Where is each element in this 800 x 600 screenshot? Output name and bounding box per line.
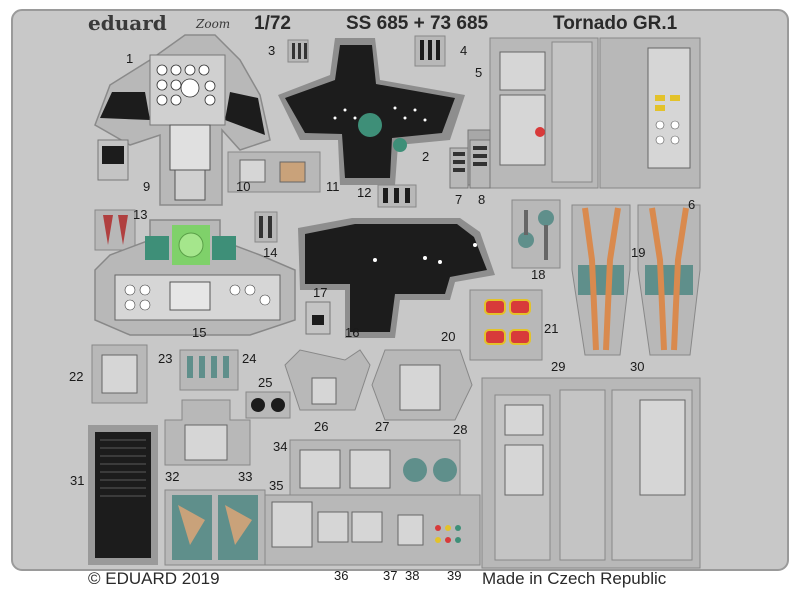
part-17-box [305,301,331,335]
part-19-29-harness [571,204,631,356]
part-15-rear-panel [94,219,296,336]
part-27-frame [371,349,473,421]
part-26-frame [284,349,371,411]
part-31-grille [88,425,158,565]
part-18-handles [511,199,561,269]
part-number-4: 4 [460,43,468,58]
part-10-11-panels [227,151,321,193]
part-12-strip [377,184,417,208]
part-number-14: 14 [263,245,278,260]
origin-label: Made in Czech Republic [482,569,667,588]
part-14-strip [254,211,278,243]
scale-label: 1/72 [254,13,291,34]
part-7-8-panels [449,139,491,189]
part-2-black-panel [278,38,465,185]
part-3-strip [287,39,309,63]
part-number-16: 16 [345,325,360,340]
part-number-6: 6 [688,197,696,212]
part-16-black-panel [298,218,495,338]
part-number-29: 29 [551,359,566,374]
part-number-38: 38 [405,568,420,583]
part-34-screens [289,439,461,496]
part-9-box [97,139,129,181]
part-33-cushions [164,489,266,566]
part-number-27: 27 [375,419,390,434]
part-number-36: 36 [334,568,349,583]
part-number-34: 34 [273,439,288,454]
part-number-11: 11 [326,179,340,194]
part-number-12: 12 [357,185,372,200]
part-4-strip [414,35,446,67]
brand-logo-text: eduard [88,11,167,35]
part-number-5: 5 [475,65,483,80]
part-number-8: 8 [478,192,486,207]
lower-right-consoles [481,377,701,569]
part-number-28: 28 [453,422,468,437]
part-22-box [91,344,148,404]
part-number-39: 39 [447,568,462,583]
part-number-3: 3 [268,43,276,58]
part-5-side-console [467,37,599,189]
part-number-31: 31 [70,473,85,488]
kit-name-label: Tornado GR.1 [553,13,678,34]
part-number-13: 13 [133,207,148,222]
part-number-23: 23 [158,351,173,366]
part-1-instrument-panel [94,34,271,206]
part-number-2: 2 [422,149,430,164]
brand-sub-text: Zoom [196,17,231,31]
part-number-7: 7 [455,192,463,207]
part-20-21-buckles [469,289,543,361]
part-number-37: 37 [383,568,398,583]
part-6-side-console [599,37,701,189]
part-30-harness [637,204,701,356]
copyright-label: © EDUARD 2019 [88,569,220,588]
part-number-30: 30 [630,359,645,374]
part-13-straps [94,209,136,251]
part-number-9: 9 [143,179,151,194]
part-35-39-panels [264,494,481,566]
part-number-17: 17 [313,285,328,300]
part-number-19: 19 [631,245,646,260]
part-number-1: 1 [126,51,134,66]
part-number-22: 22 [69,369,84,384]
part-23-24-levers [179,349,239,391]
part-number-35: 35 [269,478,284,493]
set-number-label: SS 685 + 73 685 [346,13,489,34]
part-number-33: 33 [238,469,253,484]
part-number-20: 20 [441,329,456,344]
part-number-25: 25 [258,375,273,390]
part-number-26: 26 [314,419,329,434]
part-number-18: 18 [531,267,546,282]
part-number-10: 10 [236,179,251,194]
part-number-21: 21 [544,321,559,336]
part-number-32: 32 [165,469,180,484]
part-32-frame [164,399,251,466]
part-25-dials [245,391,291,419]
part-number-24: 24 [242,351,257,366]
part-number-15: 15 [192,325,207,340]
